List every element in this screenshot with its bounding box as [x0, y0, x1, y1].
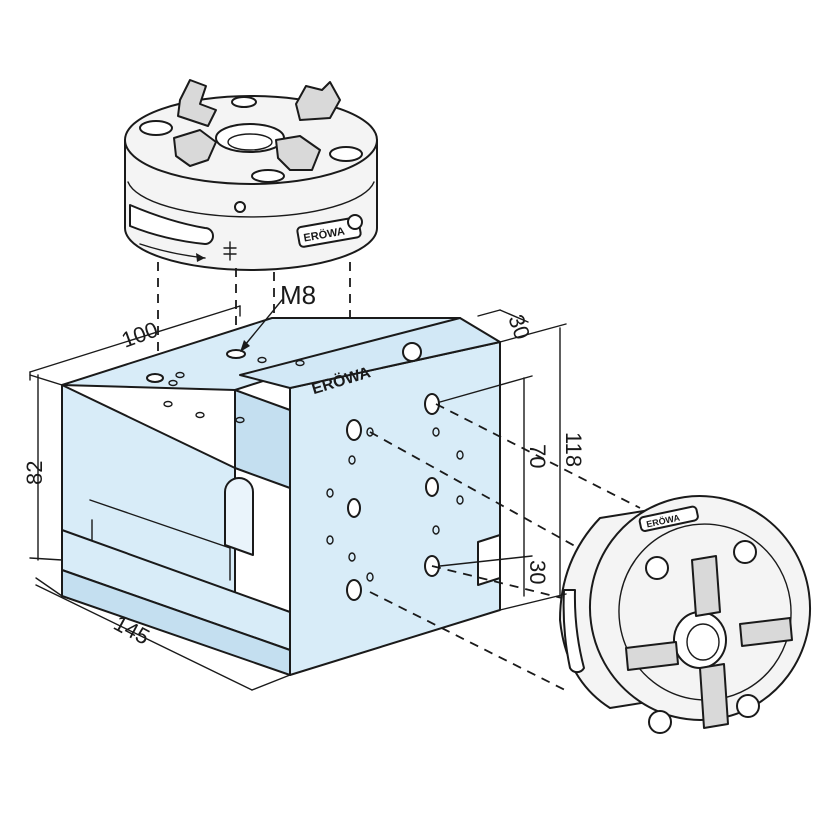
top-chuck-slot [129, 204, 214, 245]
dim-100: 100 [29, 305, 241, 381]
angle-block: ERÖWA [61, 317, 501, 676]
dim-30-top-label: 30 [503, 311, 535, 343]
block-face-holes [326, 393, 464, 601]
right-chuck-brand-plate: ERÖWA [638, 505, 699, 532]
top-chuck-inner-bore [227, 133, 273, 151]
top-chuck-jaw-4 [275, 135, 321, 171]
right-chuck-jaw-top [691, 555, 721, 617]
m8-callout: M8 [240, 280, 316, 352]
top-chuck-jaw-2 [295, 81, 341, 121]
right-chuck-jaw-right [739, 617, 793, 647]
dim-100-label: 100 [118, 317, 161, 353]
block-groove-1 [89, 499, 231, 581]
dim-70-label: 70 [525, 444, 550, 468]
top-chuck-brand-plate: ERÖWA [296, 216, 362, 248]
top-chuck-hole-right [329, 146, 363, 162]
top-chuck-hole-front [251, 169, 285, 183]
right-chuck-jaw-bottom [699, 663, 729, 729]
dim-30-bottom: 30 [523, 555, 550, 597]
right-chuck-slot [562, 589, 585, 674]
dim-30-bottom-label: 30 [525, 560, 550, 584]
right-projection-lines [369, 403, 641, 691]
right-chuck: ERÖWA [559, 495, 812, 734]
m8-label: M8 [280, 280, 316, 310]
top-chuck: ERÖWA [124, 79, 378, 271]
block-front-slot [224, 477, 254, 556]
block-step-face [234, 389, 291, 489]
right-chuck-jaw-left [625, 641, 679, 671]
dim-82-label: 82 [22, 461, 47, 485]
top-chuck-rim [127, 181, 375, 218]
top-chuck-jaw-1 [177, 79, 217, 127]
top-chuck-hole-left [139, 120, 173, 136]
top-chuck-marker-icon [223, 241, 237, 261]
dim-118-label: 118 [561, 432, 586, 467]
top-chuck-hole-back [231, 96, 257, 108]
top-chuck-brand-icon [347, 214, 363, 230]
top-chuck-arrow-head [196, 253, 205, 262]
right-chuck-inner-bore [686, 623, 720, 661]
top-chuck-center-bore [215, 123, 285, 153]
dim-70: 70 [439, 375, 550, 567]
block-logo-icon [402, 342, 422, 362]
right-chuck-holes [645, 540, 760, 734]
top-chuck-jaw-3 [173, 129, 217, 167]
dim-82: 82 [22, 374, 63, 561]
block-top-holes [146, 349, 305, 424]
top-chuck-side-hole [234, 201, 246, 213]
dim-118: 118 [499, 323, 586, 611]
